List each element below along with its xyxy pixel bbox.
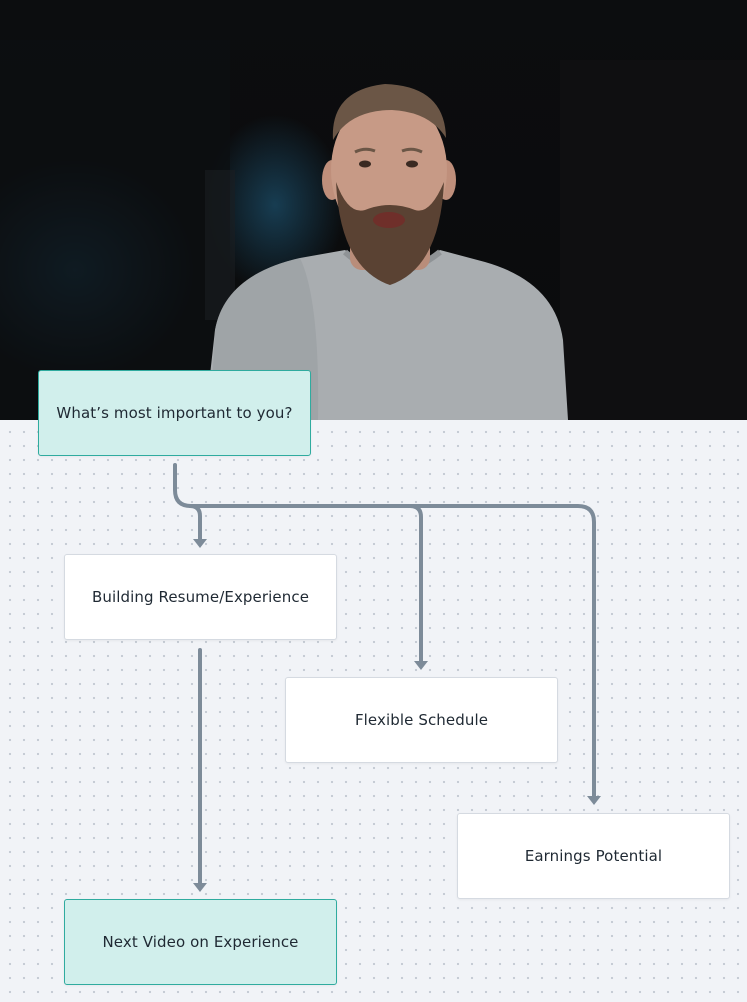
question-node[interactable]: What’s most important to you? xyxy=(38,370,311,456)
next-video-node-label: Next Video on Experience xyxy=(102,933,299,951)
option-node-earnings-potential[interactable]: Earnings Potential xyxy=(457,813,730,899)
next-video-node[interactable]: Next Video on Experience xyxy=(64,899,337,985)
option-node-flexible-label: Flexible Schedule xyxy=(354,711,489,729)
arrowhead-resume xyxy=(193,539,207,548)
option-node-earnings-label: Earnings Potential xyxy=(524,847,663,865)
connector-to-resume xyxy=(188,504,202,544)
arrowhead-next xyxy=(193,883,207,892)
arrowhead-flexible xyxy=(414,661,428,670)
arrowhead-earnings xyxy=(587,796,601,805)
presenter-image xyxy=(0,40,747,420)
option-node-flexible-schedule[interactable]: Flexible Schedule xyxy=(285,677,558,763)
question-node-label: What’s most important to you? xyxy=(56,404,293,422)
video-frame xyxy=(0,0,747,420)
option-node-resume[interactable]: Building Resume/Experience xyxy=(64,554,337,640)
option-node-resume-label: Building Resume/Experience xyxy=(91,588,310,606)
connector-to-flexible xyxy=(408,504,423,666)
